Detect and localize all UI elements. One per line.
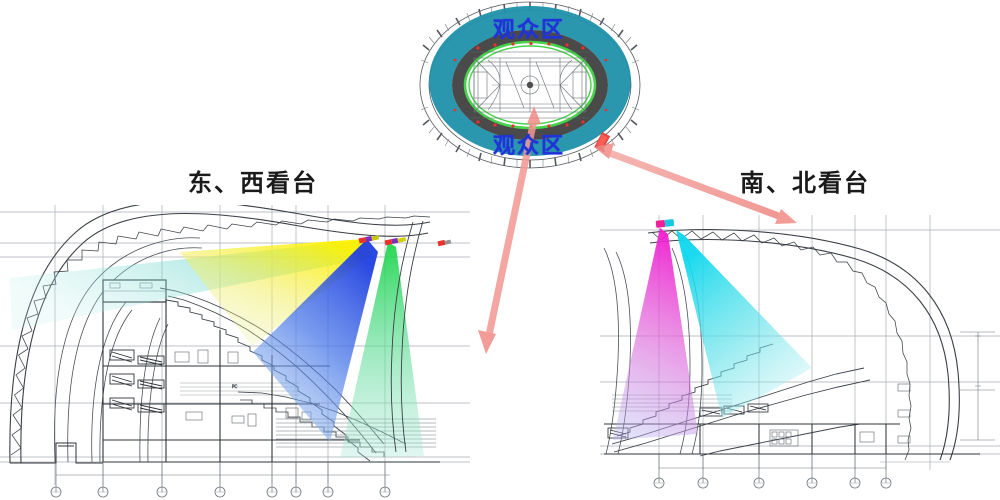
beam-yellow [180,239,372,346]
section-title-south-north: 南、北看台 [740,169,870,197]
beam-cyan [676,230,812,418]
dimension-line-right [653,454,950,489]
south-north-section-drawing [600,215,1000,489]
beam-magenta [613,228,698,440]
seating-hatch-left-2 [180,382,300,396]
beam-green [340,242,424,458]
interior-rooms-left: PC [174,349,312,427]
interior-rooms-right [769,383,911,447]
section-title-east-west: 东、西看台 [188,169,318,197]
front-fin-left [390,220,424,453]
arrow-to-east-west-section [478,106,541,354]
base-plinth-left [10,442,103,464]
stadium-plan-group [419,1,641,169]
right-edge-detail [960,331,995,441]
stair-core-left [109,349,165,414]
svg-text:PC: PC [232,384,237,389]
arrow-to-south-north-section [594,143,797,224]
plan-label-spectator-top: 观众区 [493,18,566,43]
floodlight-fixtures-left [358,235,452,247]
plan-label-spectator-bottom: 观众区 [493,134,566,159]
plan-field-detail [470,51,590,119]
light-beams-right [613,228,812,440]
dimension-line-left [50,463,391,498]
plan-light-markers [453,41,608,129]
beam-blue [253,239,378,442]
east-west-section-drawing: PC [0,205,470,498]
roof-truss-left [9,205,431,464]
floodlight-fixtures-right [655,219,675,228]
light-beams-left [10,239,424,458]
